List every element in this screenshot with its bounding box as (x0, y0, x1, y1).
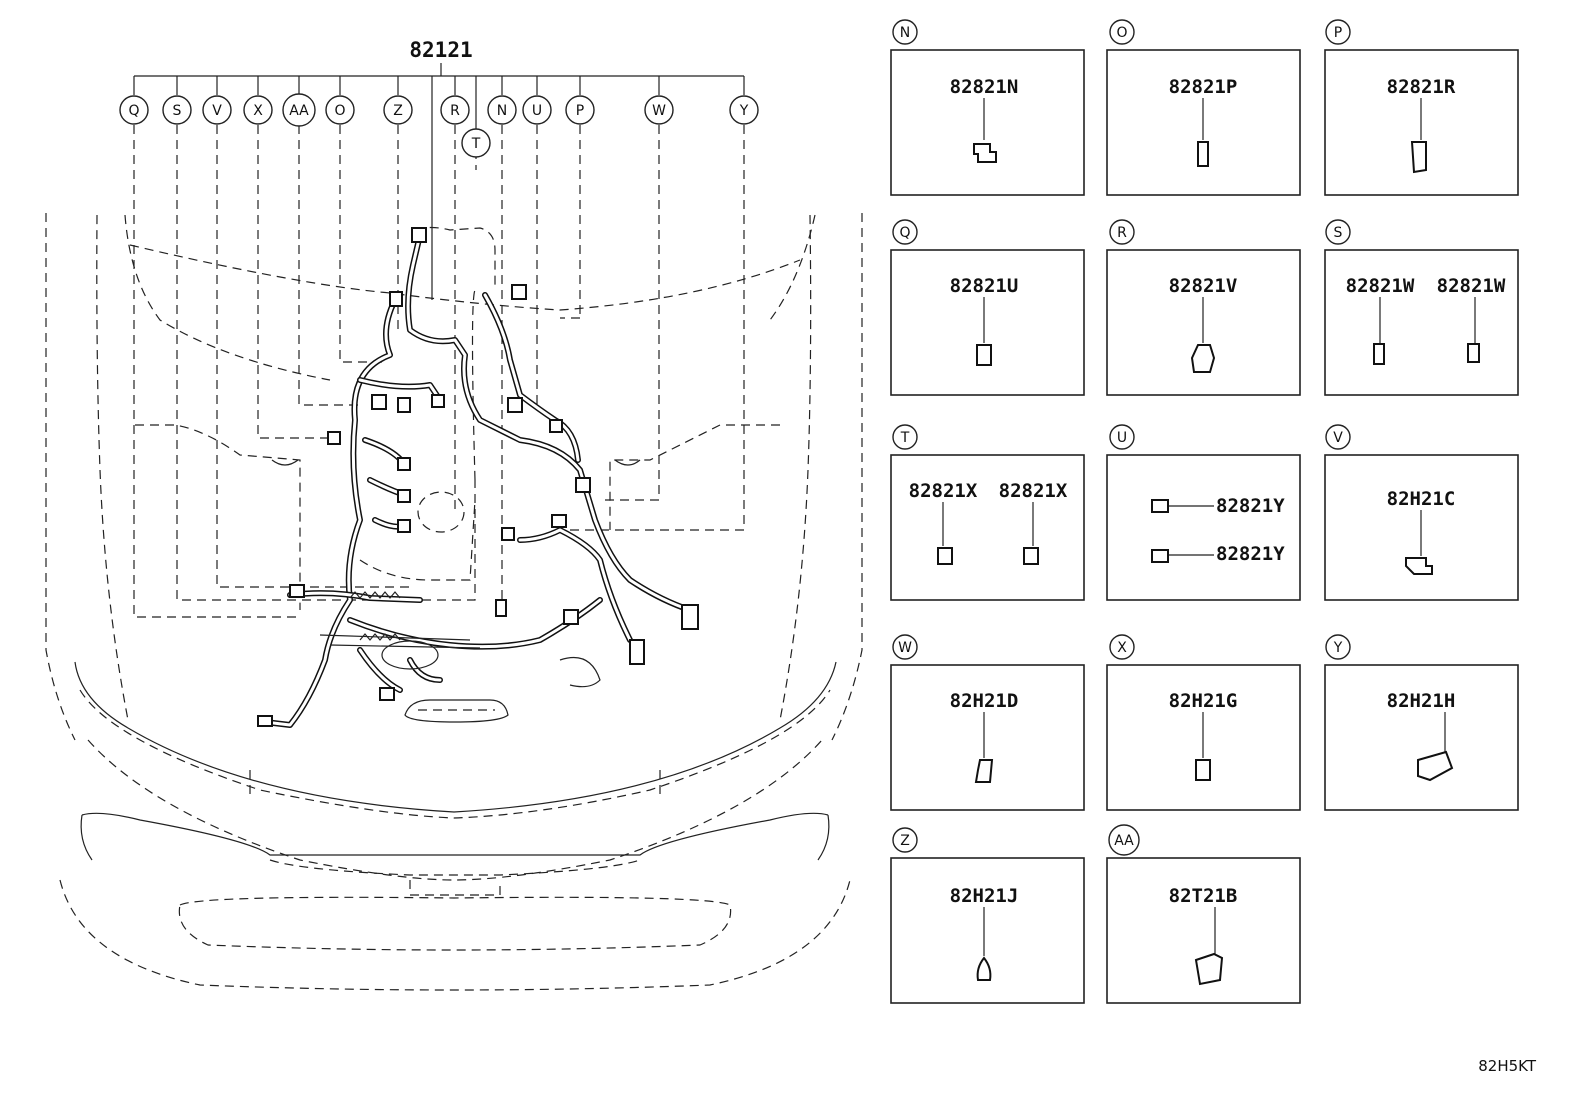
callout-circle-x: X (243, 95, 273, 125)
panel-z: Z 82H21J (890, 827, 1085, 1004)
callout-circle-u: U (522, 95, 552, 125)
callout-circle-s: S (162, 95, 192, 125)
panel-letter: N (900, 25, 910, 41)
svg-text:Y: Y (739, 103, 749, 119)
part-number: 82H21C (1387, 488, 1456, 510)
main-part-number: 82121 (409, 38, 472, 62)
svg-text:P: P (576, 103, 584, 119)
part-number: 82821X (909, 480, 978, 502)
panel-s: S 82821W 82821W (1324, 219, 1519, 396)
part-number: 82821Y (1216, 495, 1285, 517)
part-number: 82H21D (950, 690, 1019, 712)
part-number: 82821N (950, 76, 1019, 98)
panel-letter: T (900, 430, 910, 446)
panel-letter: P (1334, 25, 1342, 41)
panel-letter: Q (899, 225, 910, 241)
panel-letter: AA (1114, 833, 1134, 849)
part-number: 82821U (950, 275, 1019, 297)
callout-circle-o: O (325, 95, 355, 125)
panel-letter: Y (1333, 640, 1343, 656)
engine-harness (257, 226, 699, 728)
callout-circle-n: N (487, 95, 517, 125)
panel-letter: R (1117, 225, 1127, 241)
panel-letter: S (1334, 225, 1343, 241)
diagram-code: 82H5KT (1478, 1057, 1537, 1075)
svg-text:O: O (334, 103, 345, 119)
callout-circle-aa: AA (282, 93, 316, 127)
part-number: 82T21B (1169, 885, 1238, 907)
panel-t: T 82821X 82821X (890, 424, 1085, 601)
callout-circle-y: Y (729, 95, 759, 125)
panel-letter: Z (900, 833, 910, 849)
callout-circle-v: V (202, 95, 232, 125)
svg-text:R: R (450, 103, 460, 119)
panel-o: O 82821P (1106, 19, 1301, 196)
panel-aa: AA 82T21B (1106, 824, 1301, 1004)
svg-text:U: U (532, 103, 542, 119)
part-number: 82821Y (1216, 543, 1285, 565)
svg-text:W: W (652, 103, 666, 119)
panel-letter: O (1116, 25, 1127, 41)
panel-n: N 82821N (890, 19, 1085, 196)
svg-text:T: T (471, 136, 481, 152)
part-number: 82821R (1387, 76, 1456, 98)
panel-letter: U (1117, 430, 1127, 446)
panel-letter: W (898, 640, 912, 656)
part-number: 82H21J (950, 885, 1019, 907)
part-number: 82821X (999, 480, 1068, 502)
svg-text:S: S (173, 103, 182, 119)
panel-q: Q 82821U (890, 219, 1085, 396)
vehicle-outline (45, 213, 863, 991)
panel-x: X 82H21G (1106, 634, 1301, 811)
callout-circle-z: Z (383, 95, 413, 125)
svg-text:Z: Z (393, 103, 403, 119)
callout-circle-w: W (644, 95, 674, 125)
callout-circle-q: Q (119, 95, 149, 125)
part-number: 82821P (1169, 76, 1238, 98)
panel-u: U 82821Y 82821Y (1106, 424, 1301, 601)
callout-circle-p: P (565, 95, 595, 125)
panel-y: Y 82H21H (1324, 634, 1519, 811)
callout-circle-t: T (461, 128, 491, 158)
svg-text:AA: AA (289, 103, 309, 119)
svg-text:N: N (497, 103, 507, 119)
panel-letter: V (1333, 430, 1343, 446)
part-number: 82H21H (1387, 690, 1456, 712)
svg-text:Q: Q (128, 103, 139, 119)
panel-p: P 82821R (1324, 19, 1519, 196)
callout-circle-r: R (440, 95, 470, 125)
part-number: 82821W (1437, 275, 1506, 297)
part-number: 82821V (1169, 275, 1238, 297)
panel-w: W 82H21D (890, 634, 1085, 811)
panel-letter: X (1117, 640, 1127, 656)
part-number: 82H21G (1169, 690, 1238, 712)
svg-text:X: X (253, 103, 263, 119)
svg-text:V: V (212, 103, 222, 119)
panel-r: R 82821V (1106, 219, 1301, 396)
part-number: 82821W (1346, 275, 1415, 297)
panel-v: V 82H21C (1324, 424, 1519, 601)
